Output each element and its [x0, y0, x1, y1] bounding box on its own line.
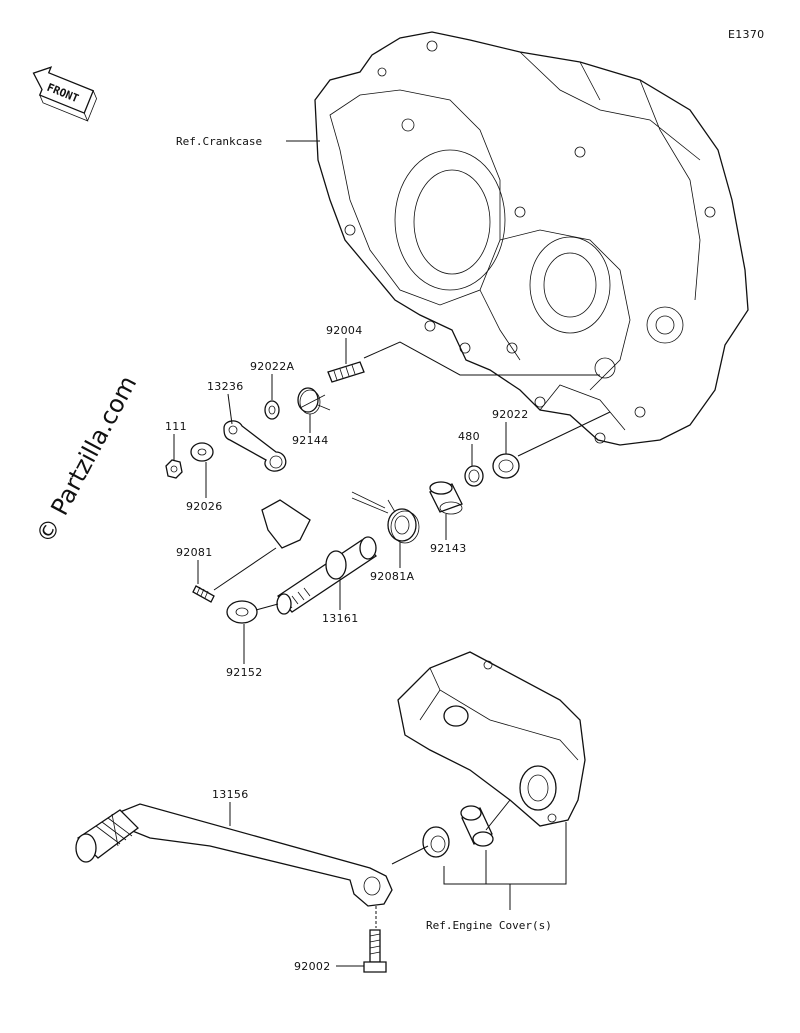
part-oil-seal	[422, 826, 450, 858]
label-92152: 92152	[226, 666, 263, 679]
label-13156: 13156	[212, 788, 249, 801]
label-92081: 92081	[176, 546, 213, 559]
label-92143: 92143	[430, 542, 467, 555]
engine-cover	[397, 651, 586, 827]
part-92002	[363, 929, 387, 973]
part-92081A	[351, 491, 420, 544]
part-92022	[492, 453, 520, 479]
part-13161	[261, 499, 377, 615]
label-13236: 13236	[207, 380, 244, 393]
part-92143	[429, 481, 463, 515]
label-92026: 92026	[186, 500, 223, 513]
diagram-code: E1370	[728, 28, 764, 41]
label-92081A: 92081A	[370, 570, 414, 583]
label-92022A: 92022A	[250, 360, 294, 373]
part-needle-bearing	[460, 805, 494, 847]
part-92022A	[264, 400, 280, 420]
front-arrow-icon: FRONT	[32, 66, 97, 122]
part-111	[165, 459, 183, 479]
ref-engine-cover-label: Ref.Engine Cover(s)	[426, 919, 552, 932]
ref-engine-cover-bracket	[443, 799, 567, 885]
ref-crankcase-label: Ref.Crankcase	[176, 135, 262, 148]
leader-92022-to-case	[517, 411, 611, 457]
label-480: 480	[458, 430, 480, 443]
label-92004: 92004	[326, 324, 363, 337]
leader-92004-to-case	[363, 341, 600, 376]
part-480	[464, 465, 484, 487]
label-13161: 13161	[322, 612, 359, 625]
part-92081	[192, 585, 215, 603]
part-92026	[190, 442, 214, 462]
label-111: 111	[165, 420, 187, 433]
part-13156	[75, 803, 393, 907]
part-92004	[327, 361, 365, 383]
label-92022: 92022	[492, 408, 529, 421]
crankcase-housing	[314, 31, 749, 446]
part-13236	[223, 420, 287, 472]
label-92002: 92002	[294, 960, 331, 973]
label-92144: 92144	[292, 434, 329, 447]
part-92152	[226, 600, 258, 624]
watermark-text: © Partzilla.com	[31, 371, 143, 548]
part-92144	[297, 387, 331, 415]
